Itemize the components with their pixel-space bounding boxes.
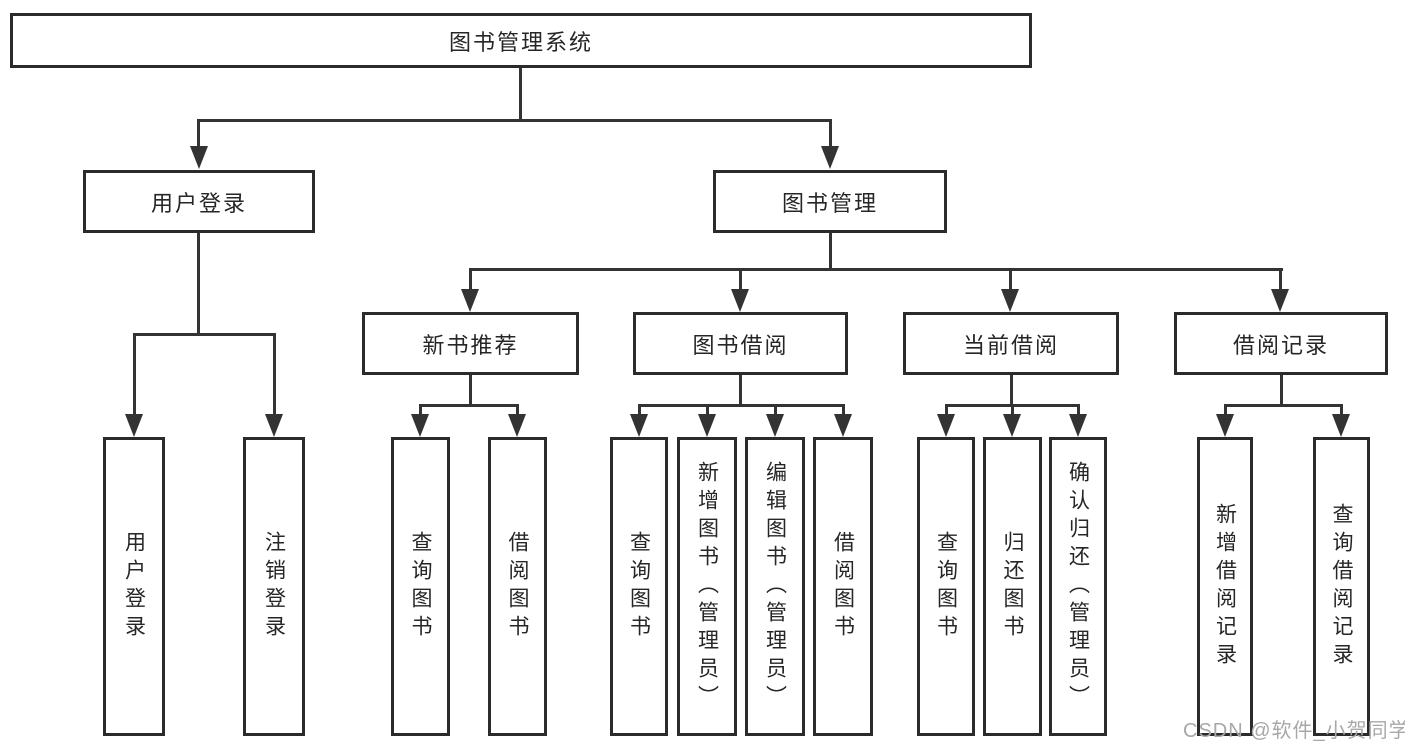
connector-drop-leaf <box>1224 404 1227 416</box>
arrow-down-icon <box>1271 289 1289 312</box>
leaf-label: 查询图书 <box>409 530 433 643</box>
node-new-book-recommendation: 新书推荐 <box>362 312 579 375</box>
connector-drop-leaf <box>516 404 519 416</box>
leaf-label: 用户登录 <box>122 530 146 643</box>
connector-book-management-trunk <box>829 233 832 270</box>
node-book-management: 图书管理 <box>713 170 947 233</box>
connector-drop-logout-leaf <box>273 333 276 415</box>
node-add-books-admin: 新增图书（管理员） <box>677 437 737 736</box>
connector-level2-rail <box>197 119 831 122</box>
node-user-login-action: 用户登录 <box>103 437 165 736</box>
leaf-label: 查询借阅记录 <box>1330 502 1354 671</box>
arrow-down-icon <box>508 414 526 437</box>
node-user-login: 用户登录 <box>83 170 315 233</box>
node-return-books: 归还图书 <box>983 437 1042 736</box>
connector-drop-records <box>1279 268 1282 290</box>
node-current-borrowing: 当前借阅 <box>903 312 1119 375</box>
arrow-down-icon <box>461 289 479 312</box>
connector-drop-leaf <box>1077 404 1080 416</box>
arrow-down-icon <box>766 414 784 437</box>
node-borrowing-records: 借阅记录 <box>1174 312 1388 375</box>
connector-new-book-trunk <box>469 375 472 406</box>
connector-records-trunk <box>1280 375 1283 406</box>
connector-drop-leaf <box>1011 404 1014 416</box>
arrow-down-icon <box>821 146 839 169</box>
node-query-borrow-record: 查询借阅记录 <box>1313 437 1370 736</box>
leaf-label: 查询图书 <box>934 530 958 643</box>
connector-drop-borrowing <box>739 268 742 290</box>
connector-root-trunk <box>519 68 522 121</box>
connector-drop-leaf <box>638 404 641 416</box>
connector-user-login-rail <box>133 333 276 336</box>
arrow-down-icon <box>630 414 648 437</box>
leaf-label: 注销登录 <box>262 530 286 643</box>
node-query-books-current: 查询图书 <box>917 437 975 736</box>
node-logout-action: 注销登录 <box>243 437 305 736</box>
leaf-label: 确认归还（管理员） <box>1066 460 1090 713</box>
connector-level3-rail <box>469 268 1283 271</box>
node-library-management-system: 图书管理系统 <box>10 13 1032 68</box>
arrow-down-icon <box>190 146 208 169</box>
node-query-books-borrowing: 查询图书 <box>610 437 668 736</box>
connector-drop-leaf <box>945 404 948 416</box>
connector-drop-leaf <box>1340 404 1343 416</box>
node-confirm-return-admin: 确认归还（管理员） <box>1049 437 1107 736</box>
arrow-down-icon <box>1069 414 1087 437</box>
leaf-label: 查询图书 <box>627 530 651 643</box>
arrow-down-icon <box>411 414 429 437</box>
leaf-label: 借阅图书 <box>831 530 855 643</box>
leaf-label: 新增借阅记录 <box>1213 502 1237 671</box>
connector-new-book-rail <box>419 404 519 407</box>
watermark: CSDN @软件_小贺同学 <box>1183 720 1405 742</box>
arrow-down-icon <box>1332 414 1350 437</box>
connector-records-rail <box>1224 404 1342 407</box>
leaf-label: 借阅图书 <box>506 530 530 643</box>
arrow-down-icon <box>1001 289 1019 312</box>
leaf-label: 新增图书（管理员） <box>695 460 719 713</box>
arrow-down-icon <box>698 414 716 437</box>
node-add-borrow-record: 新增借阅记录 <box>1197 437 1253 736</box>
connector-drop-new-book <box>469 268 472 290</box>
connector-drop-leaf <box>774 404 777 416</box>
arrow-down-icon <box>731 289 749 312</box>
node-borrow-books-recommend: 借阅图书 <box>488 437 547 736</box>
connector-drop-current <box>1009 268 1012 290</box>
leaf-label: 归还图书 <box>1001 530 1025 643</box>
connector-drop-login-leaf <box>133 333 136 415</box>
connector-drop-leaf <box>419 404 422 416</box>
arrow-down-icon <box>937 414 955 437</box>
arrow-down-icon <box>834 414 852 437</box>
connector-drop-book-management <box>829 119 832 149</box>
arrow-down-icon <box>265 414 283 437</box>
node-book-borrowing: 图书借阅 <box>633 312 848 375</box>
connector-drop-user-login <box>197 119 200 149</box>
connector-borrowing-trunk <box>739 375 742 406</box>
connector-borrowing-rail <box>638 404 845 407</box>
arrow-down-icon <box>1216 414 1234 437</box>
connector-drop-leaf <box>706 404 709 416</box>
leaf-label: 编辑图书（管理员） <box>763 460 787 713</box>
arrow-down-icon <box>1003 414 1021 437</box>
connector-drop-leaf <box>842 404 845 416</box>
connector-current-trunk <box>1010 375 1013 406</box>
node-query-books-recommend: 查询图书 <box>391 437 450 736</box>
node-edit-books-admin: 编辑图书（管理员） <box>745 437 805 736</box>
node-borrow-books-borrowing: 借阅图书 <box>813 437 873 736</box>
connector-user-login-trunk <box>197 233 200 335</box>
arrow-down-icon <box>125 414 143 437</box>
